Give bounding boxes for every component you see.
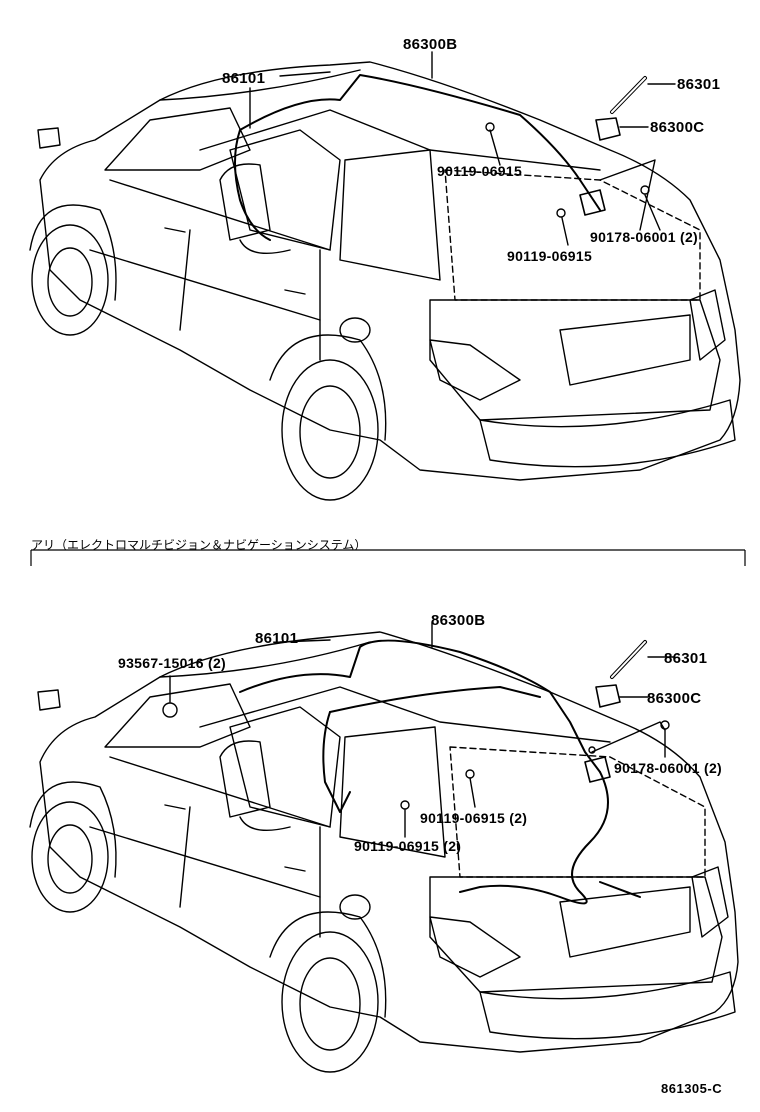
section-title: アリ（エレクトロマルチビジョン＆ナビゲーションシステム） — [31, 538, 367, 552]
label-harness-bottom: 86300B — [431, 612, 486, 629]
label-clip-bottom: 90178-06001 (2) — [614, 760, 723, 776]
label-screw-b-top: 90119-06915 — [507, 248, 593, 264]
label-harness-top: 86300B — [403, 36, 458, 53]
top-vehicle-drawing — [29, 51, 741, 501]
label-antenna-base-bottom: 86300C — [647, 690, 702, 707]
label-clamp-bottom: 93567-15016 (2) — [118, 655, 227, 671]
label-screw-b-bottom: 90119-06915 (2) — [354, 838, 462, 854]
section-bracket — [30, 549, 746, 566]
label-amplifier-bottom: 86101 — [255, 630, 299, 647]
bottom-vehicle-drawing — [29, 621, 739, 1073]
figure-code: 861305-C — [661, 1081, 723, 1096]
label-antenna-base-top: 86300C — [650, 119, 705, 136]
label-screw-a-top: 90119-06915 — [437, 163, 523, 179]
label-screw-a-bottom: 90119-06915 (2) — [420, 810, 528, 826]
label-antenna-rod-top: 86301 — [677, 76, 721, 93]
label-amplifier-top: 86101 — [222, 70, 266, 87]
label-clip-top: 90178-06001 (2) — [590, 229, 699, 245]
label-antenna-rod-bottom: 86301 — [664, 650, 708, 667]
